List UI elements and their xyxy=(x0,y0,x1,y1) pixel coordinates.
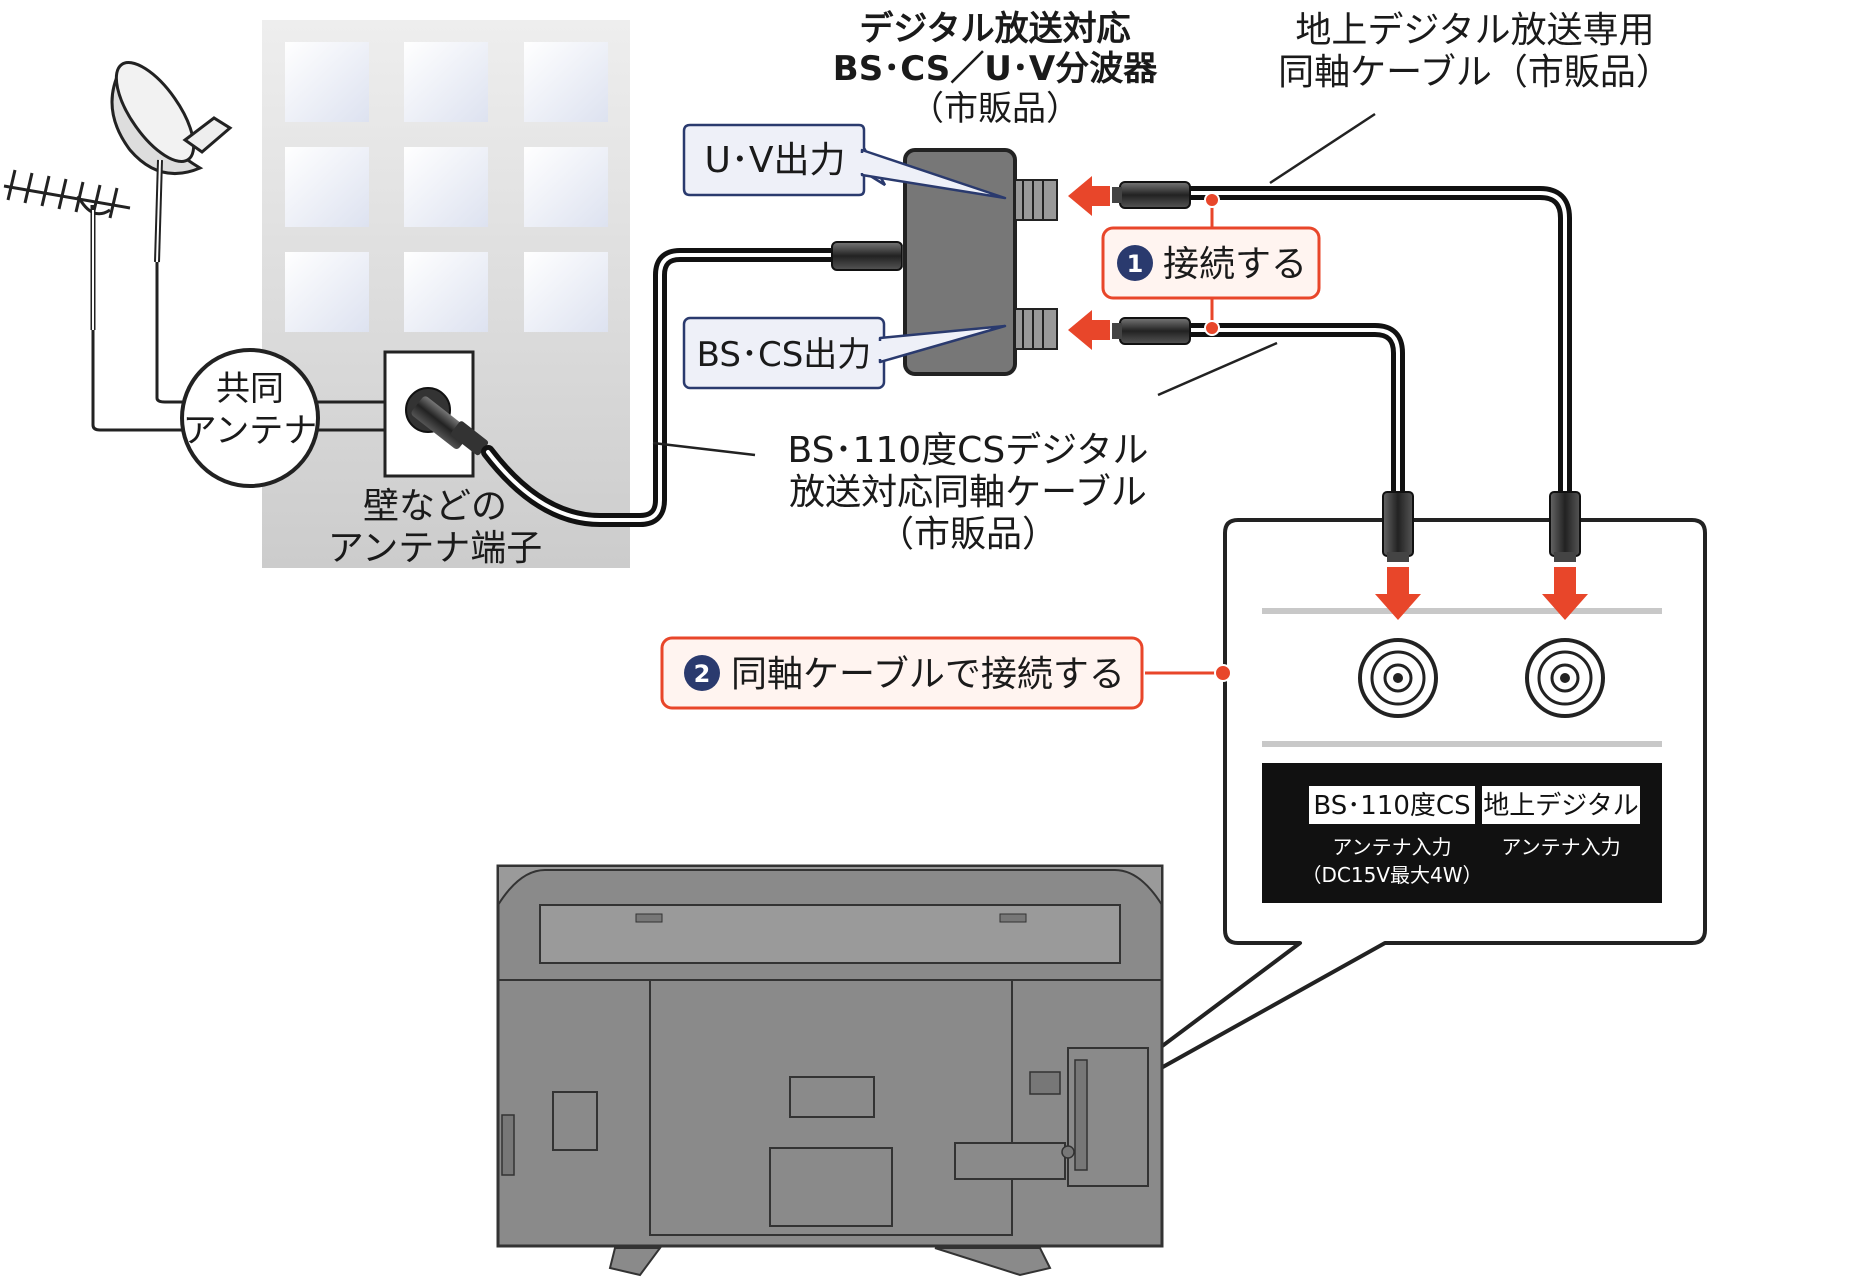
red-left-arrow-icon xyxy=(1068,310,1110,350)
step1-label: 1 接続する xyxy=(1101,226,1321,300)
bscs-output-label: BS･CS出力 xyxy=(697,335,872,375)
terrestrial-terminal-caption-1: アンテナ入力 xyxy=(1501,835,1620,859)
shared-antenna-label-2: アンテナ xyxy=(183,411,318,451)
splitter-input-plug-icon xyxy=(831,241,912,271)
bs-terminal-caption-1: アンテナ入力 xyxy=(1332,835,1451,859)
building-windows xyxy=(285,42,608,332)
bscs-output-plug-icon xyxy=(1112,317,1191,345)
bscs-antenna-jack-icon xyxy=(1358,638,1438,718)
uv-output-callout: U･V出力 xyxy=(682,123,1007,200)
red-left-arrow-icon xyxy=(1068,176,1110,216)
wall-plug-icon xyxy=(405,387,489,456)
step2-label: 2 同軸ケーブルで接続する xyxy=(660,636,1232,710)
splitter-title-2: BS･CS／U･V分波器 xyxy=(833,49,1158,89)
bs-terminal-badge: BS･110度CS xyxy=(1313,791,1470,821)
bs-cable-label-3: （市販品） xyxy=(878,514,1058,555)
bscs-output-callout: BS･CS出力 xyxy=(682,316,1007,390)
splitter-box xyxy=(903,148,1058,376)
terrestrial-terminal-badge: 地上デジタル xyxy=(1483,791,1638,821)
step1-connector xyxy=(1204,192,1220,336)
tv-rear-view xyxy=(496,864,1164,1277)
step1-text: 接続する xyxy=(1163,244,1307,285)
uv-output-plug-icon xyxy=(1112,181,1191,209)
wall-terminal-label-2: アンテナ端子 xyxy=(328,528,543,569)
bs-input-cable xyxy=(481,248,852,527)
shared-antenna: 共同 アンテナ xyxy=(180,348,320,488)
splitter-title-3: （市販品） xyxy=(910,89,1080,129)
wall-terminal-label-1: 壁などの xyxy=(363,486,507,527)
wall-antenna-terminal xyxy=(383,350,489,478)
terrestrial-cable-leader xyxy=(1269,112,1376,185)
bs-cable-label-2: 放送対応同軸ケーブル xyxy=(789,472,1147,513)
bs-terminal-caption-2: （DC15V最大4W） xyxy=(1302,863,1483,887)
terrestrial-output-cable xyxy=(1178,186,1572,512)
yagi-antenna-icon xyxy=(3,169,131,330)
splitter-title-1: デジタル放送対応 xyxy=(859,9,1130,49)
building xyxy=(262,20,630,568)
terrestrial-antenna-jack-icon xyxy=(1525,638,1605,718)
bscs-terminal-plug-icon xyxy=(1382,491,1414,562)
step2-text: 同軸ケーブルで接続する xyxy=(731,654,1125,695)
terrestrial-cable-label-2: 同軸ケーブル（市販品） xyxy=(1278,52,1672,93)
bs-cable-label-1: BS･110度CSデジタル xyxy=(788,430,1149,471)
bscs-output-cable xyxy=(1178,323,1405,512)
uv-output-label: U･V出力 xyxy=(705,140,846,181)
red-down-arrow-icon xyxy=(1542,567,1588,620)
bscs-cable-leader xyxy=(1157,341,1278,397)
shared-antenna-label-1: 共同 xyxy=(216,369,284,409)
red-down-arrow-icon xyxy=(1375,567,1421,620)
satellite-dish-icon xyxy=(110,61,233,263)
step1-number: 1 xyxy=(1127,250,1144,278)
bs-input-cable-leader xyxy=(652,441,756,457)
step2-number: 2 xyxy=(694,660,711,688)
terminal-label-panel: BS･110度CS 地上デジタル アンテナ入力 （DC15V最大4W） アンテナ… xyxy=(1262,763,1662,903)
terrestrial-cable-label-1: 地上デジタル放送専用 xyxy=(1295,10,1654,51)
terrestrial-terminal-plug-icon xyxy=(1549,491,1581,562)
